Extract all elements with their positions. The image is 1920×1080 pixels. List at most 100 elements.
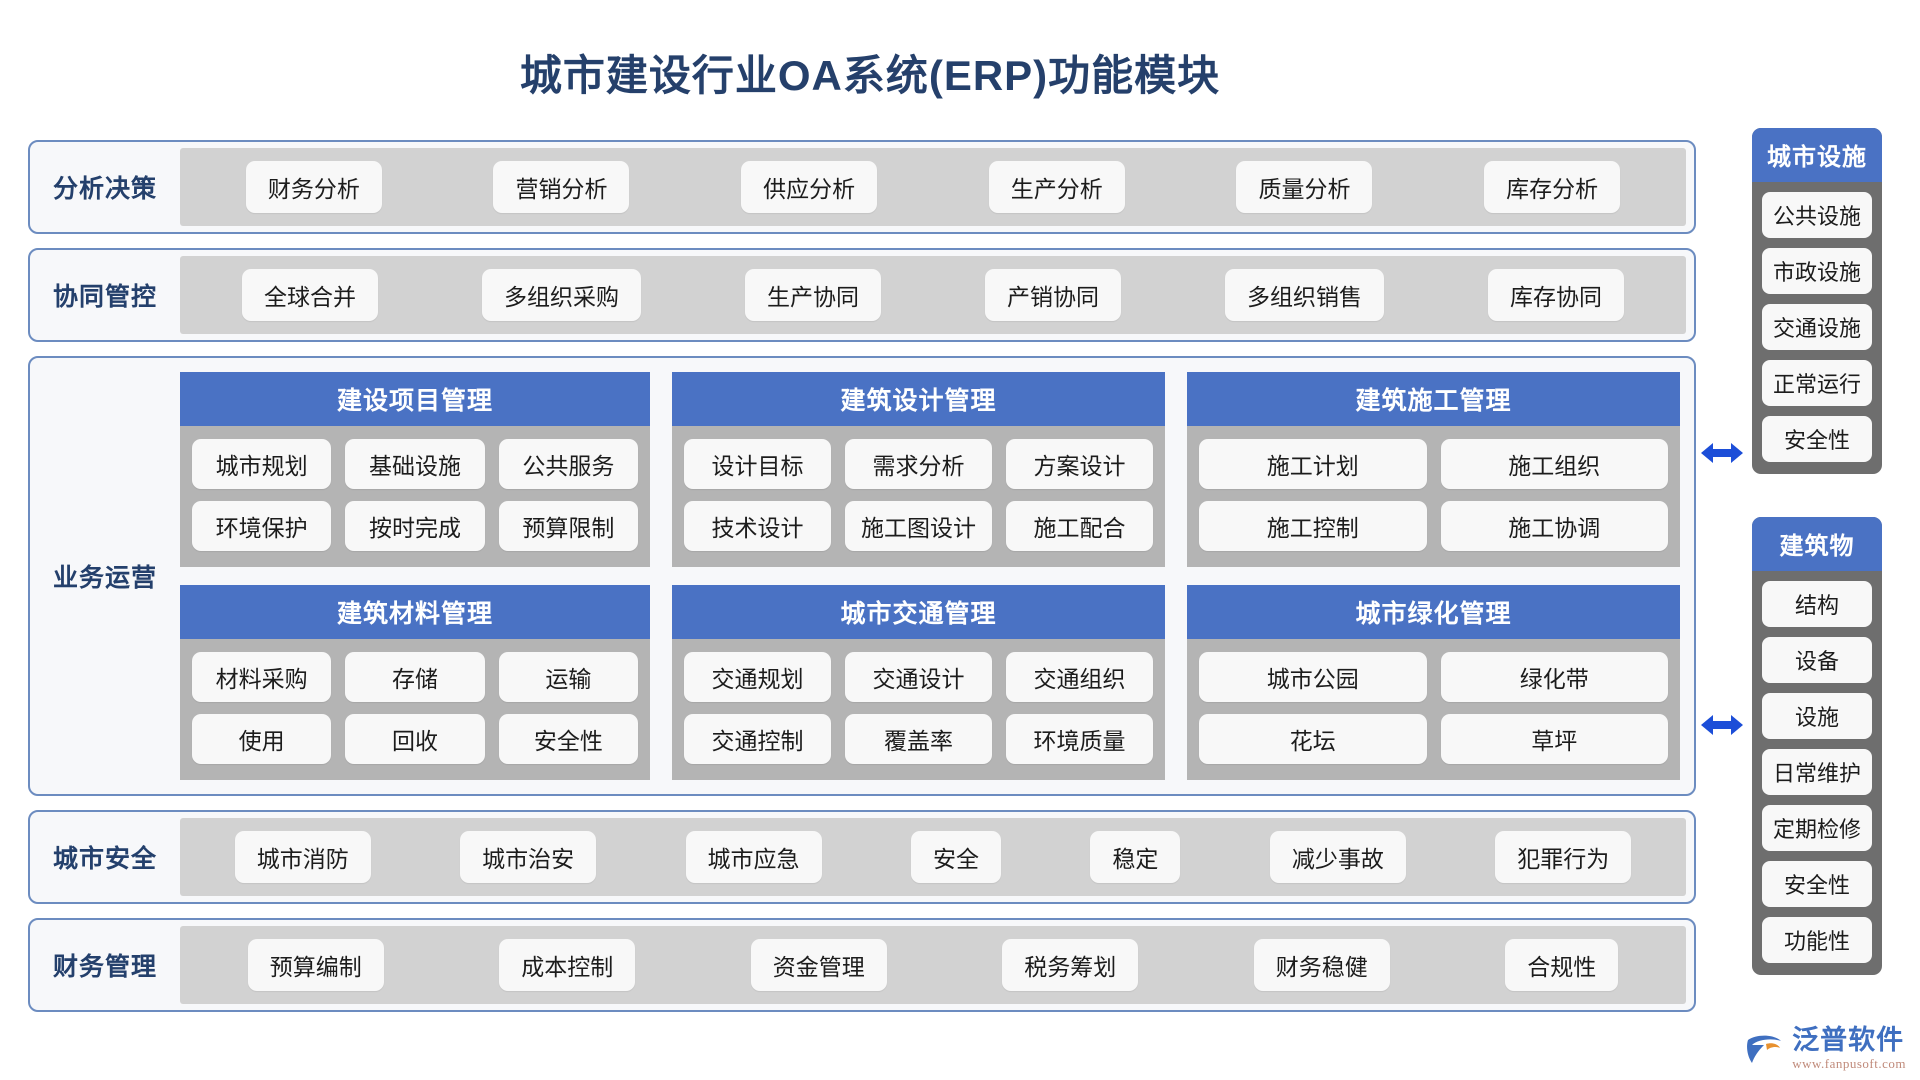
chip-collaboration-2[interactable]: 生产协同 xyxy=(745,269,881,321)
side-chip-facilities-1[interactable]: 市政设施 xyxy=(1762,248,1872,294)
card-chip-1-1-1[interactable]: 施工图设计 xyxy=(845,501,992,551)
card-chip-0-1-0[interactable]: 环境保护 xyxy=(192,501,332,551)
card-chip-4-0-2[interactable]: 交通组织 xyxy=(1006,652,1153,702)
card-chip-2-0-1[interactable]: 施工组织 xyxy=(1440,439,1668,489)
side-chip-facilities-4[interactable]: 安全性 xyxy=(1762,416,1872,462)
card-chip-1-1-2[interactable]: 施工配合 xyxy=(1006,501,1153,551)
card-chip-5-0-0[interactable]: 城市公园 xyxy=(1199,652,1427,702)
card-chip-5-0-1[interactable]: 绿化带 xyxy=(1440,652,1668,702)
card-chip-2-0-0[interactable]: 施工计划 xyxy=(1199,439,1427,489)
side-panel-buildings: 建筑物 结构 设备 设施 日常维护 定期检修 安全性 功能性 xyxy=(1752,517,1882,975)
card-chip-2-1-1[interactable]: 施工协调 xyxy=(1440,501,1668,551)
side-panel-city-facilities: 城市设施 公共设施 市政设施 交通设施 正常运行 安全性 xyxy=(1752,128,1882,474)
card-chip-1-0-2[interactable]: 方案设计 xyxy=(1006,439,1153,489)
card-chip-1-0-1[interactable]: 需求分析 xyxy=(845,439,992,489)
card-body-2: 施工计划 施工组织 施工控制 施工协调 xyxy=(1187,426,1680,567)
card-row: 环境保护 按时完成 预算限制 xyxy=(192,501,638,551)
chip-analysis-0[interactable]: 财务分析 xyxy=(245,161,382,213)
band-label-analysis: 分析决策 xyxy=(52,175,157,203)
card-chip-3-0-2[interactable]: 运输 xyxy=(498,652,638,702)
side-chip-buildings-4[interactable]: 定期检修 xyxy=(1762,805,1872,851)
card-architecture-design: 建筑设计管理 设计目标 需求分析 方案设计 技术设计 施工图设计 施工配合 xyxy=(672,372,1165,567)
chip-finance-4[interactable]: 财务稳健 xyxy=(1253,939,1390,991)
card-row: 技术设计 施工图设计 施工配合 xyxy=(684,501,1153,551)
card-construction-management: 建筑施工管理 施工计划 施工组织 施工控制 施工协调 xyxy=(1187,372,1680,567)
card-chip-0-0-0[interactable]: 城市规划 xyxy=(192,439,332,489)
card-chip-0-1-2[interactable]: 预算限制 xyxy=(498,501,638,551)
card-chip-4-1-2[interactable]: 环境质量 xyxy=(1006,714,1153,764)
card-chip-4-1-1[interactable]: 覆盖率 xyxy=(845,714,992,764)
card-title-0: 建设项目管理 xyxy=(180,372,650,426)
chip-safety-3[interactable]: 安全 xyxy=(910,831,1001,883)
card-chip-3-1-2[interactable]: 安全性 xyxy=(498,714,638,764)
chip-analysis-4[interactable]: 质量分析 xyxy=(1236,161,1373,213)
side-chip-buildings-3[interactable]: 日常维护 xyxy=(1762,749,1872,795)
card-row: 施工计划 施工组织 xyxy=(1199,439,1668,489)
band-items-finance: 预算编制 成本控制 资金管理 税务筹划 财务稳健 合规性 xyxy=(180,926,1686,1004)
band-operations: 业务运营 建设项目管理 城市规划 基础设施 公共服务 环境保护 按时完成 xyxy=(28,356,1696,796)
card-chip-4-1-0[interactable]: 交通控制 xyxy=(684,714,831,764)
chip-safety-2[interactable]: 城市应急 xyxy=(685,831,822,883)
band-finance: 财务管理 预算编制 成本控制 资金管理 税务筹划 财务稳健 合规性 xyxy=(28,918,1696,1012)
card-chip-0-0-2[interactable]: 公共服务 xyxy=(498,439,638,489)
card-chip-2-1-0[interactable]: 施工控制 xyxy=(1199,501,1427,551)
chip-finance-2[interactable]: 资金管理 xyxy=(750,939,887,991)
card-chip-4-0-1[interactable]: 交通设计 xyxy=(845,652,992,702)
side-chip-buildings-0[interactable]: 结构 xyxy=(1762,581,1872,627)
side-chip-facilities-2[interactable]: 交通设施 xyxy=(1762,304,1872,350)
chip-analysis-2[interactable]: 供应分析 xyxy=(741,161,878,213)
card-construction-project: 建设项目管理 城市规划 基础设施 公共服务 环境保护 按时完成 预算限制 xyxy=(180,372,650,567)
chip-analysis-5[interactable]: 库存分析 xyxy=(1484,161,1621,213)
card-row: 城市公园 绿化带 xyxy=(1199,652,1668,702)
chip-collaboration-0[interactable]: 全球合并 xyxy=(242,269,378,321)
chip-safety-6[interactable]: 犯罪行为 xyxy=(1495,831,1632,883)
page-title: 城市建设行业OA系统(ERP)功能模块 xyxy=(519,52,1221,99)
card-chip-1-1-0[interactable]: 技术设计 xyxy=(684,501,831,551)
chip-safety-4[interactable]: 稳定 xyxy=(1090,831,1181,883)
chip-analysis-3[interactable]: 生产分析 xyxy=(988,161,1125,213)
card-chip-3-1-1[interactable]: 回收 xyxy=(345,714,485,764)
band-items-collaboration: 全球合并 多组织采购 生产协同 产销协同 多组织销售 库存协同 xyxy=(180,256,1686,334)
side-chip-buildings-5[interactable]: 安全性 xyxy=(1762,861,1872,907)
double-arrow-icon xyxy=(1700,440,1744,466)
band-label-finance: 财务管理 xyxy=(52,953,157,981)
card-title-2: 建筑施工管理 xyxy=(1187,372,1680,426)
double-arrow-icon xyxy=(1700,712,1744,738)
card-chip-4-0-0[interactable]: 交通规划 xyxy=(684,652,831,702)
chip-finance-3[interactable]: 税务筹划 xyxy=(1002,939,1139,991)
chip-safety-0[interactable]: 城市消防 xyxy=(234,831,371,883)
card-body-1: 设计目标 需求分析 方案设计 技术设计 施工图设计 施工配合 xyxy=(672,426,1165,567)
chip-analysis-1[interactable]: 营销分析 xyxy=(493,161,630,213)
side-chip-buildings-1[interactable]: 设备 xyxy=(1762,637,1872,683)
fanpu-logo-icon xyxy=(1744,1032,1784,1066)
band-collaboration: 协同管控 全球合并 多组织采购 生产协同 产销协同 多组织销售 库存协同 xyxy=(28,248,1696,342)
card-row: 使用 回收 安全性 xyxy=(192,714,638,764)
card-row: 花坛 草坪 xyxy=(1199,714,1668,764)
card-row: 交通控制 覆盖率 环境质量 xyxy=(684,714,1153,764)
card-chip-0-0-1[interactable]: 基础设施 xyxy=(345,439,485,489)
chip-finance-1[interactable]: 成本控制 xyxy=(499,939,636,991)
card-chip-3-0-1[interactable]: 存储 xyxy=(345,652,485,702)
chip-finance-5[interactable]: 合规性 xyxy=(1505,939,1619,991)
side-chip-facilities-0[interactable]: 公共设施 xyxy=(1762,192,1872,238)
band-items-city-safety: 城市消防 城市治安 城市应急 安全 稳定 减少事故 犯罪行为 xyxy=(180,818,1686,896)
chip-collaboration-1[interactable]: 多组织采购 xyxy=(482,269,641,321)
chip-collaboration-5[interactable]: 库存协同 xyxy=(1488,269,1624,321)
card-body-3: 材料采购 存储 运输 使用 回收 安全性 xyxy=(180,639,650,780)
chip-finance-0[interactable]: 预算编制 xyxy=(247,939,384,991)
chip-collaboration-3[interactable]: 产销协同 xyxy=(985,269,1121,321)
chip-collaboration-4[interactable]: 多组织销售 xyxy=(1225,269,1384,321)
side-chip-buildings-6[interactable]: 功能性 xyxy=(1762,917,1872,963)
card-chip-0-1-1[interactable]: 按时完成 xyxy=(345,501,485,551)
chip-safety-1[interactable]: 城市治安 xyxy=(460,831,597,883)
card-chip-5-1-0[interactable]: 花坛 xyxy=(1199,714,1427,764)
chip-safety-5[interactable]: 减少事故 xyxy=(1269,831,1406,883)
card-chip-3-0-0[interactable]: 材料采购 xyxy=(192,652,332,702)
side-chip-buildings-2[interactable]: 设施 xyxy=(1762,693,1872,739)
band-items-analysis: 财务分析 营销分析 供应分析 生产分析 质量分析 库存分析 xyxy=(180,148,1686,226)
card-chip-3-1-0[interactable]: 使用 xyxy=(192,714,332,764)
card-chip-1-0-0[interactable]: 设计目标 xyxy=(684,439,831,489)
side-chip-facilities-3[interactable]: 正常运行 xyxy=(1762,360,1872,406)
card-row: 材料采购 存储 运输 xyxy=(192,652,638,702)
card-chip-5-1-1[interactable]: 草坪 xyxy=(1440,714,1668,764)
